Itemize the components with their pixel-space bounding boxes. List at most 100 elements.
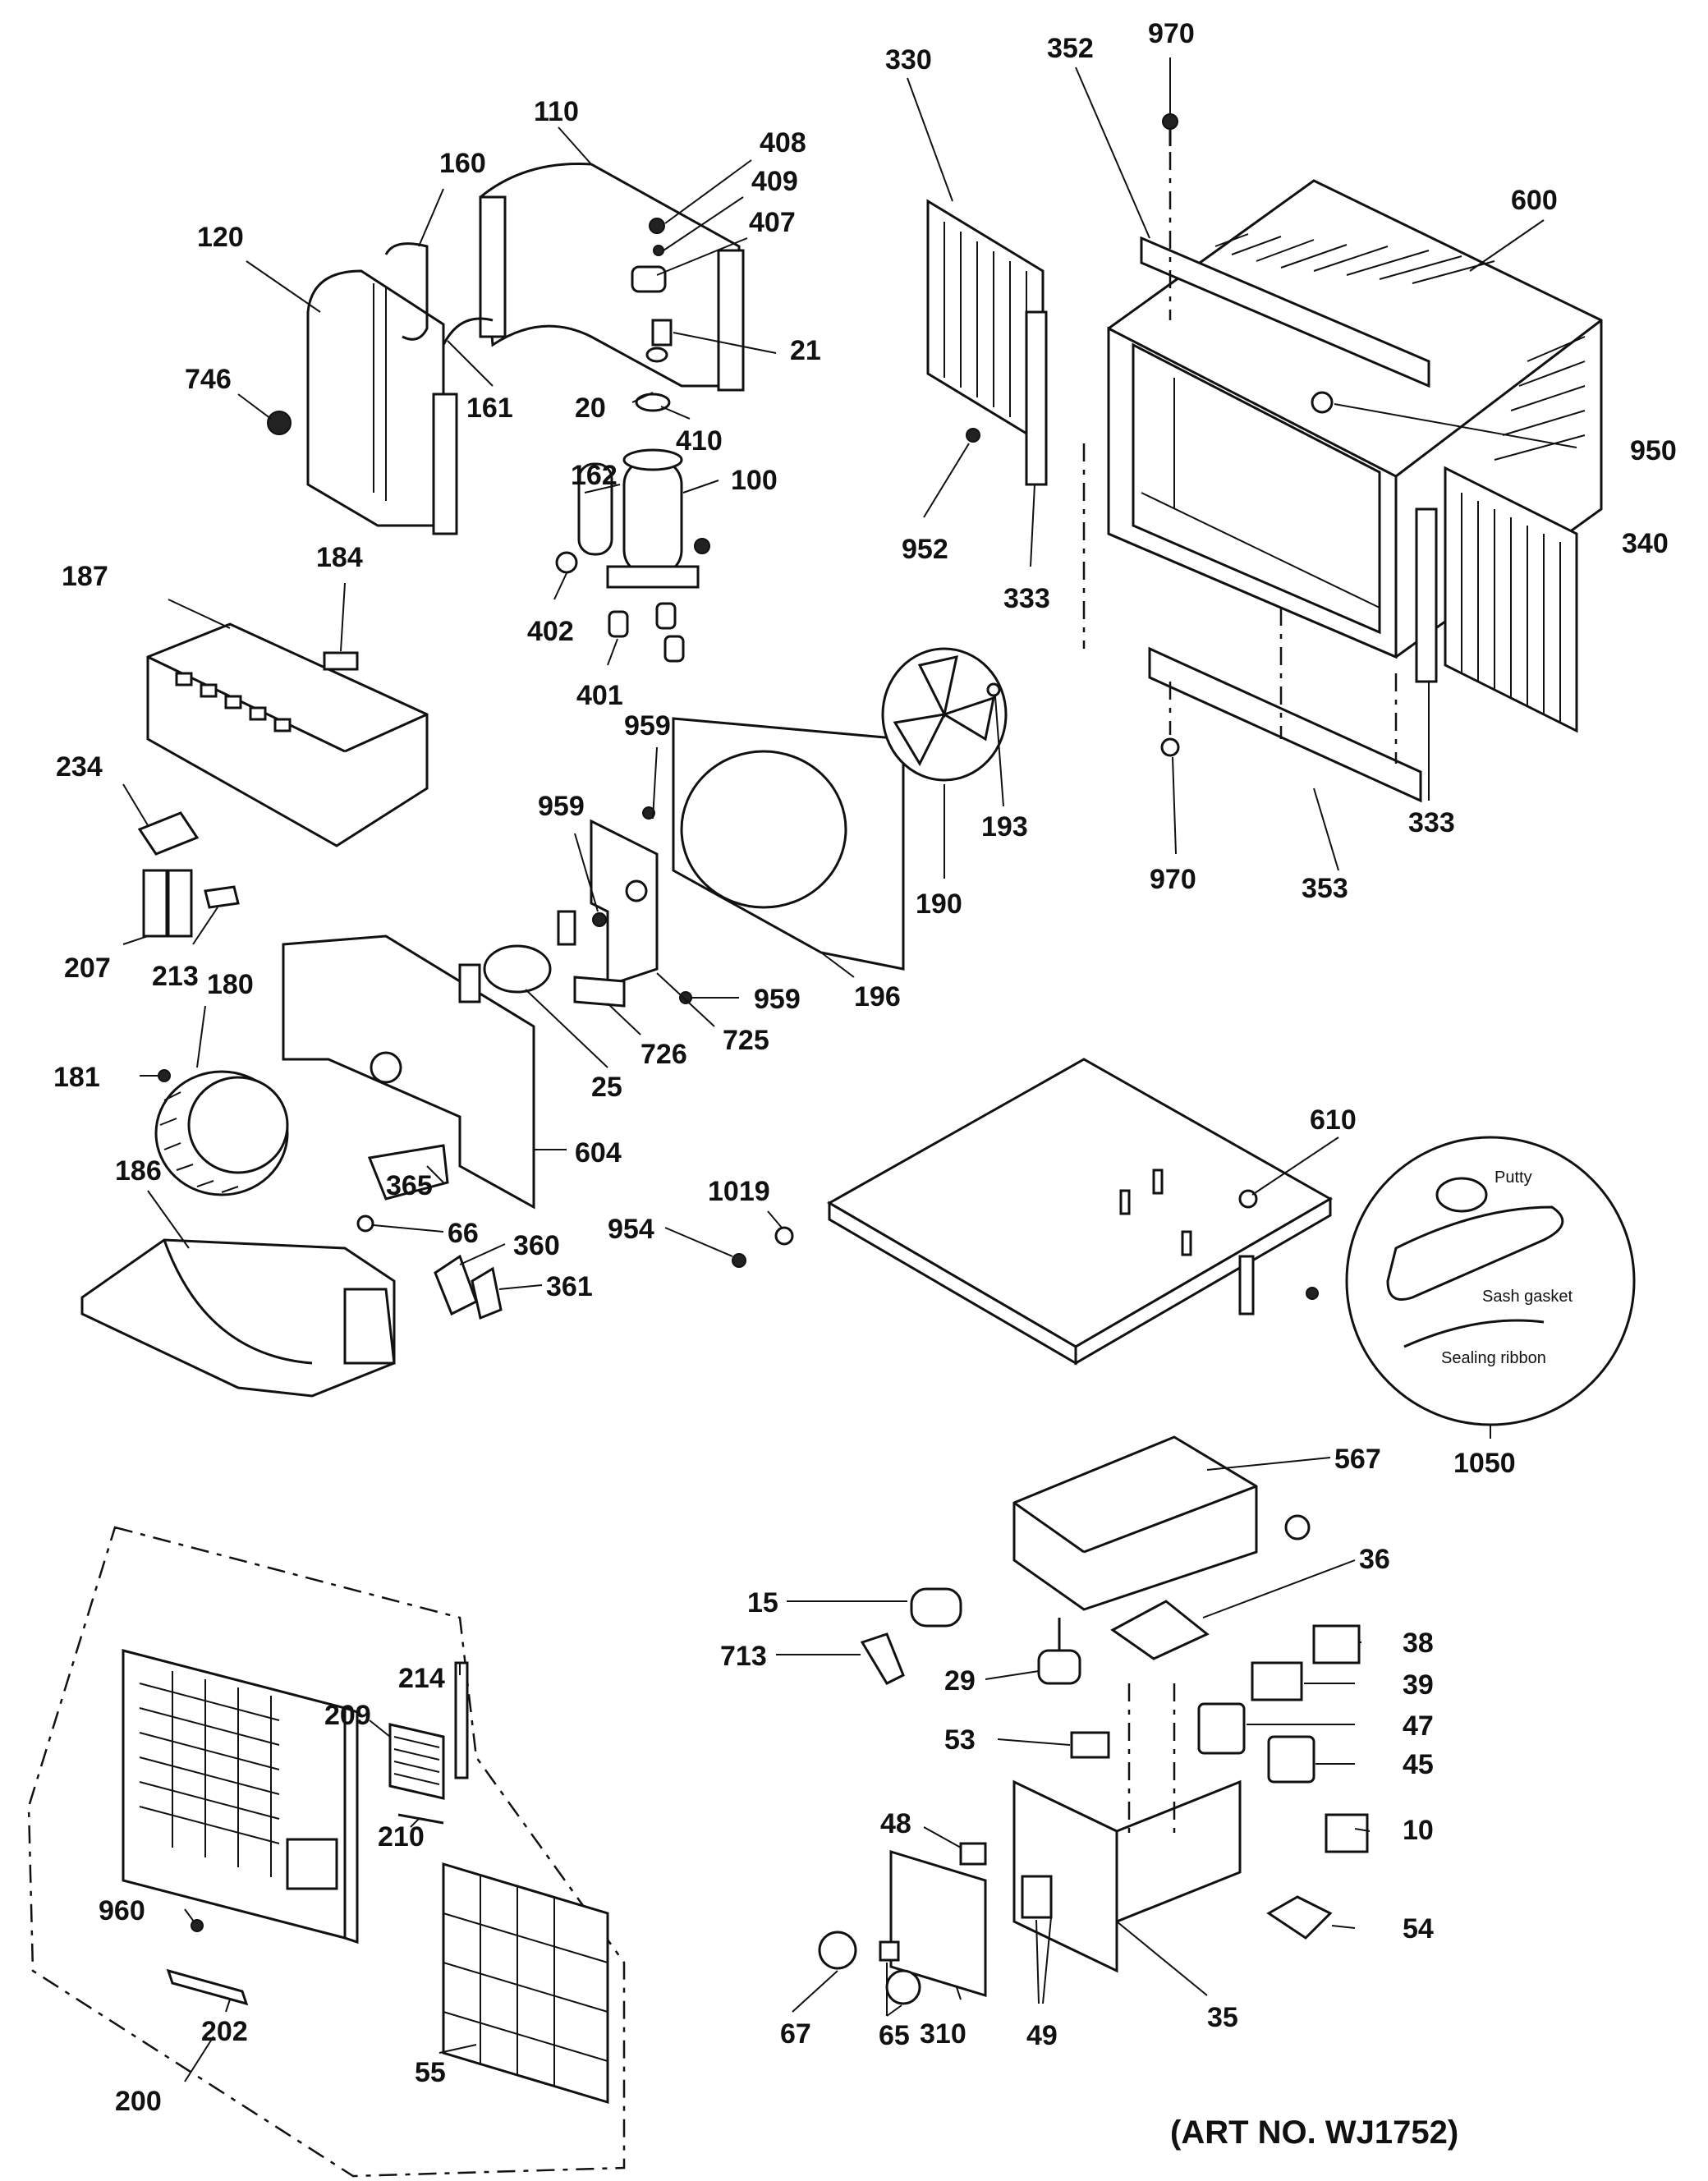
label-340: 340 <box>1622 528 1669 559</box>
label-53: 53 <box>944 1724 976 1756</box>
label-210: 210 <box>378 1821 425 1853</box>
label-55: 55 <box>415 2057 446 2088</box>
control-panel-310 <box>889 1849 987 1998</box>
label-187: 187 <box>62 561 108 592</box>
front-grille-group-200 <box>27 1526 626 2178</box>
label-713: 713 <box>720 1641 767 1672</box>
label-202: 202 <box>201 2016 248 2047</box>
mount-401 <box>608 610 629 638</box>
air-filter-55 <box>442 1862 609 2105</box>
knob-65-a <box>879 1940 900 1962</box>
spring-21 <box>651 319 673 347</box>
part-409 <box>653 245 664 256</box>
base-pan-186 <box>80 1238 396 1398</box>
label-360: 360 <box>513 1230 560 1261</box>
label-409: 409 <box>751 166 798 197</box>
label-567: 567 <box>1334 1444 1381 1475</box>
louver-209 <box>388 1723 445 1800</box>
bracket-234 <box>137 811 200 856</box>
part-number-labels: 970 352 330 600 950 952 333 340 333 970 … <box>53 18 1677 2117</box>
label-1050: 1050 <box>1453 1448 1516 1479</box>
tube-160 <box>384 242 429 341</box>
label-970-top: 970 <box>1148 18 1195 49</box>
control-box-35 <box>1012 1779 1118 1973</box>
label-959-lower: 959 <box>754 984 801 1015</box>
fan-blade-190 <box>881 647 1008 782</box>
label-952: 952 <box>902 534 948 565</box>
rod-214 <box>454 1661 469 1779</box>
label-234: 234 <box>56 751 103 783</box>
base-tray-610 <box>826 1058 1334 1366</box>
label-1019: 1019 <box>708 1176 770 1207</box>
part-210 <box>397 1813 444 1825</box>
label-65: 65 <box>879 2020 910 2051</box>
compressor-100 <box>606 448 700 589</box>
label-161: 161 <box>466 393 513 424</box>
coil-compressor-assembly <box>267 163 745 663</box>
label-207: 207 <box>64 953 111 984</box>
label-36: 36 <box>1359 1544 1390 1575</box>
bracket-726 <box>573 976 626 1008</box>
label-402: 402 <box>527 616 574 647</box>
label-190: 190 <box>916 888 962 920</box>
label-353: 353 <box>1302 873 1348 904</box>
installation-kit-inset-1050 <box>1345 1136 1636 1439</box>
label-54: 54 <box>1403 1913 1434 1945</box>
label-209: 209 <box>324 1700 371 1731</box>
label-959-upper: 959 <box>624 710 671 742</box>
label-160: 160 <box>439 148 486 179</box>
label-407: 407 <box>749 207 796 238</box>
label-39: 39 <box>1403 1669 1434 1701</box>
label-213: 213 <box>152 961 199 992</box>
board-36 <box>1110 1600 1210 1660</box>
part-361 <box>471 1266 503 1320</box>
control-cover-567 <box>1012 1435 1258 1611</box>
label-181: 181 <box>53 1062 100 1093</box>
clip-184 <box>323 651 359 671</box>
putty-icon <box>1435 1177 1488 1213</box>
screw-959-c <box>679 991 692 1004</box>
evaporator-coil-120 <box>306 269 445 527</box>
label-600: 600 <box>1511 185 1558 216</box>
label-66: 66 <box>448 1218 479 1249</box>
bracket-746 <box>267 411 292 435</box>
part-360 <box>434 1254 478 1316</box>
label-180: 180 <box>207 969 254 1000</box>
screw-950 <box>1311 391 1334 414</box>
relay-29 <box>1037 1618 1081 1685</box>
accumulator-162 <box>577 462 613 556</box>
part-48 <box>959 1842 987 1866</box>
label-610: 610 <box>1310 1104 1357 1136</box>
label-410: 410 <box>676 425 723 457</box>
label-67: 67 <box>780 2018 811 2050</box>
clip-207 <box>142 869 193 938</box>
label-401: 401 <box>576 680 623 711</box>
part-10 <box>1325 1813 1369 1853</box>
label-954: 954 <box>608 1214 654 1245</box>
cabinet-assembly <box>926 113 1603 803</box>
label-48: 48 <box>880 1808 911 1839</box>
part-47 <box>1197 1702 1246 1755</box>
part-38 <box>1312 1624 1361 1664</box>
clip-213 <box>204 885 240 909</box>
electrical-assembly <box>818 1435 1369 2005</box>
label-333-left: 333 <box>1003 583 1050 614</box>
leader-lines <box>122 57 1577 2082</box>
label-29: 29 <box>944 1665 976 1697</box>
part-202 <box>166 1968 249 2006</box>
screw-960 <box>191 1919 204 1932</box>
knob-65-b <box>885 1969 921 2005</box>
part-54 <box>1266 1895 1333 1940</box>
inset-label-sash-gasket: Sash gasket <box>1482 1288 1573 1306</box>
part-407 <box>631 265 667 293</box>
part-49 <box>1021 1875 1053 1919</box>
label-184: 184 <box>316 542 363 573</box>
label-25: 25 <box>591 1072 622 1103</box>
label-20: 20 <box>575 393 606 424</box>
screw-181 <box>158 1069 171 1082</box>
label-200: 200 <box>115 2086 162 2117</box>
label-970-bottom: 970 <box>1150 864 1196 895</box>
capacitor-15 <box>910 1587 962 1628</box>
screw-959-b <box>642 806 655 820</box>
